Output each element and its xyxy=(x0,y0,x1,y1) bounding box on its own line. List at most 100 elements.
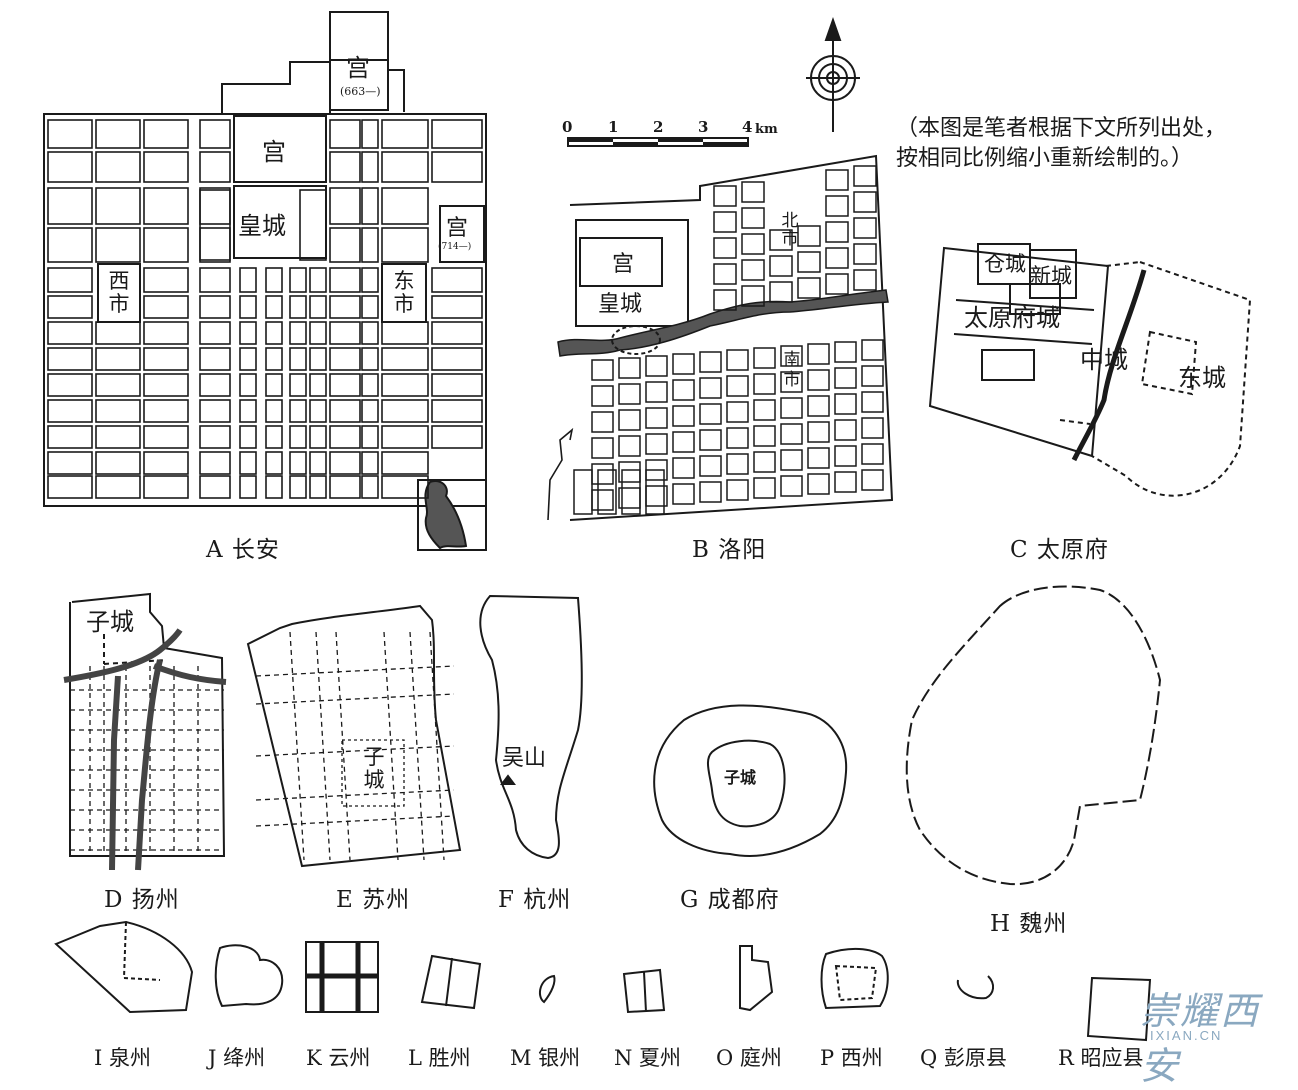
ward-block xyxy=(699,351,722,373)
ward-block xyxy=(431,321,483,345)
ward-block xyxy=(618,383,641,405)
caption-q: Q 彭原县 xyxy=(920,1046,1007,1070)
ward-block xyxy=(199,451,231,475)
ward-block xyxy=(199,399,231,423)
ward-block xyxy=(199,119,231,149)
b-imperial-city: 皇城 xyxy=(598,292,643,317)
ward-block xyxy=(381,399,429,423)
ward-block xyxy=(597,469,617,515)
ward-block xyxy=(95,373,141,397)
caption-d: D 扬州 xyxy=(104,887,180,913)
ward-block xyxy=(861,469,884,491)
ward-block xyxy=(807,395,830,417)
ward-block xyxy=(143,399,189,423)
street-line xyxy=(429,631,445,861)
c-new-city: 新城 xyxy=(1030,264,1072,288)
ward-block xyxy=(299,189,327,261)
ward-block xyxy=(713,237,737,259)
map-c-taiyuan xyxy=(928,243,1252,497)
ward-block xyxy=(239,451,257,475)
street-line xyxy=(289,631,305,861)
ward-block xyxy=(47,151,93,183)
caption-a: A 长安 xyxy=(206,537,280,563)
scale-tick-0: 0 xyxy=(562,118,573,136)
ward-block xyxy=(309,451,327,475)
ward-block xyxy=(199,151,231,183)
caption-i: I 泉州 xyxy=(94,1046,151,1070)
watermark-name: 崇耀西安 xyxy=(1140,989,1261,1088)
c-taiyuan-city: 太原府城 xyxy=(964,304,1060,332)
street-line xyxy=(255,745,455,757)
ward-block xyxy=(309,295,327,319)
street-line xyxy=(383,631,399,861)
ward-block xyxy=(95,227,141,263)
ward-block xyxy=(853,243,877,265)
ward-block xyxy=(47,347,93,371)
map-g-chengdu xyxy=(653,704,848,857)
ward-block xyxy=(289,347,307,371)
ward-block xyxy=(199,295,231,319)
map-h-weizhou xyxy=(905,585,1162,886)
caption-h: H 魏州 xyxy=(990,911,1068,937)
scale-unit: km xyxy=(755,122,778,137)
ward-block xyxy=(780,345,803,367)
ward-block xyxy=(807,421,830,443)
ward-block xyxy=(431,425,483,449)
ward-block xyxy=(741,207,765,229)
ward-block xyxy=(431,151,483,183)
ward-block xyxy=(329,451,361,475)
map-f-hangzhou xyxy=(479,594,583,860)
caption-j: J 绛州 xyxy=(208,1046,266,1070)
caption-f: F 杭州 xyxy=(498,887,572,913)
ward-block xyxy=(329,475,361,499)
ward-block xyxy=(265,475,283,499)
ward-block xyxy=(361,399,379,423)
ward-block xyxy=(797,251,821,273)
ward-block xyxy=(381,151,429,183)
ward-block xyxy=(309,475,327,499)
ward-block xyxy=(834,445,857,467)
figure-note: （本图是笔者根据下文所列出处， 按相同比例缩小重新绘制的。） xyxy=(896,114,1226,174)
ward-block xyxy=(834,341,857,363)
ward-block xyxy=(834,471,857,493)
ward-block xyxy=(289,373,307,397)
map-d-yangzhou xyxy=(63,592,227,871)
scale-bar xyxy=(567,137,749,147)
a-palace-714-date: (714—) xyxy=(438,242,472,252)
scale-tick-4: 4 xyxy=(742,118,753,136)
a-palace-663-date: (663—) xyxy=(340,85,381,98)
ward-block xyxy=(381,347,429,371)
ward-block xyxy=(329,267,361,293)
ward-block xyxy=(47,295,93,319)
ward-block xyxy=(621,469,641,515)
ward-block xyxy=(753,347,776,369)
ward-block xyxy=(618,435,641,457)
ward-block xyxy=(143,295,189,319)
ward-block xyxy=(825,247,849,269)
ward-block xyxy=(143,227,189,263)
ward-block xyxy=(199,347,231,371)
ward-block xyxy=(239,425,257,449)
ward-block xyxy=(753,451,776,473)
ward-block xyxy=(381,451,429,475)
ward-block xyxy=(672,483,695,505)
ward-block xyxy=(780,371,803,393)
caption-c: C 太原府 xyxy=(1010,537,1109,563)
ward-block xyxy=(726,479,749,501)
map-e-suzhou xyxy=(246,604,462,868)
ward-block xyxy=(289,475,307,499)
compass-icon xyxy=(806,16,860,132)
ward-block xyxy=(143,151,189,183)
ward-block xyxy=(807,369,830,391)
caption-p: P 西州 xyxy=(820,1046,883,1070)
d-inner-city: 子城 xyxy=(86,608,134,636)
ward-block xyxy=(309,267,327,293)
a-west-market: 西市 xyxy=(108,269,130,316)
ward-block xyxy=(797,277,821,299)
ward-block xyxy=(309,347,327,371)
caption-o: O 庭州 xyxy=(716,1046,782,1070)
ward-block xyxy=(47,373,93,397)
ward-block xyxy=(265,267,283,293)
ward-block xyxy=(713,263,737,285)
ward-block xyxy=(329,321,361,345)
